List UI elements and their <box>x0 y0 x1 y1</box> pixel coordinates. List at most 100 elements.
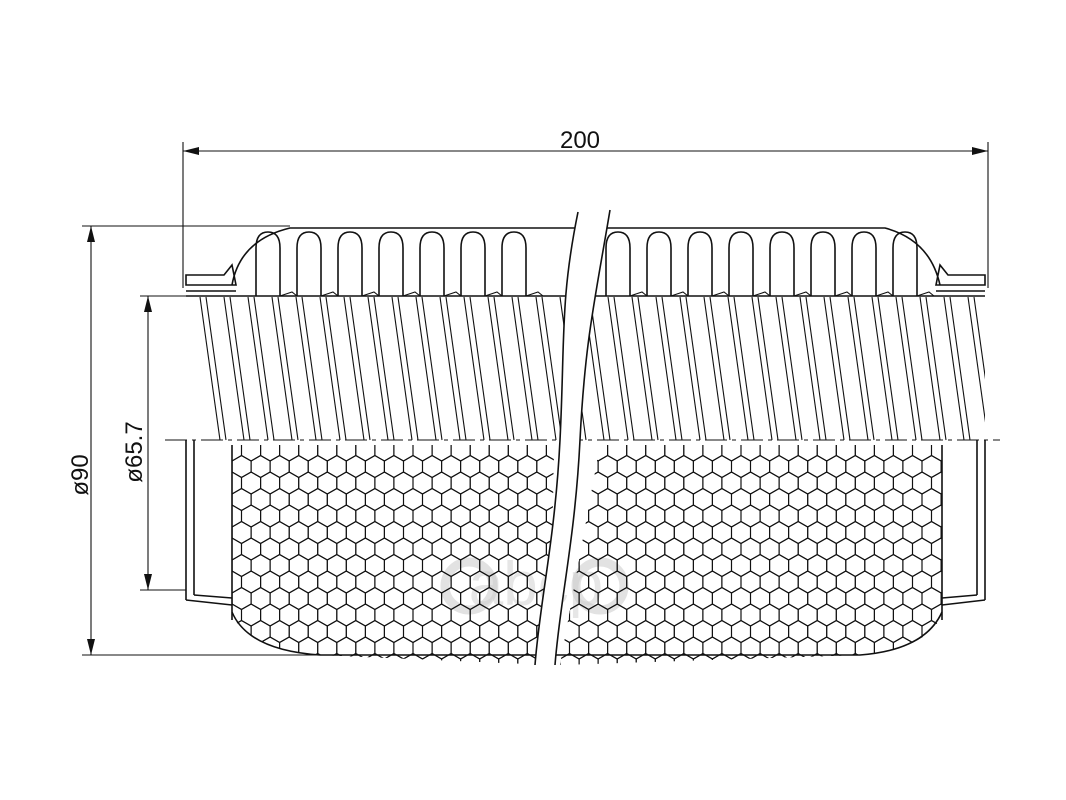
mesh-cell <box>383 652 405 665</box>
mesh-cell <box>711 652 733 665</box>
mesh-cell <box>951 604 970 626</box>
helix-strip-edge <box>391 296 413 441</box>
mesh-cell <box>673 652 694 665</box>
mesh-cell <box>279 636 300 660</box>
mesh-cell <box>232 487 233 512</box>
helix-strip-edge <box>925 296 947 441</box>
mesh-cell <box>232 636 243 660</box>
mesh-cell <box>203 472 222 494</box>
watermark: abcp <box>440 550 629 619</box>
helix-strip-edge <box>823 296 845 441</box>
mesh-cell <box>902 652 923 665</box>
mesh-cell <box>635 652 656 665</box>
corrugation-loop <box>501 231 527 296</box>
helix-strip-edge <box>853 296 875 441</box>
helix-strip-edge <box>679 296 701 441</box>
helix-strip-edge <box>607 296 629 441</box>
helix-strip-edge <box>613 296 635 441</box>
outer-diameter-label: ø90 <box>67 454 94 495</box>
mesh-cell <box>517 652 538 665</box>
mesh-cell <box>911 636 933 660</box>
mesh-cell <box>498 652 519 665</box>
mesh-cell <box>232 619 252 644</box>
mesh-cell <box>531 472 550 494</box>
corrugation-clip <box>834 291 853 297</box>
helix-strip-edge <box>685 296 707 441</box>
mesh-cell <box>203 637 222 659</box>
mesh-cell <box>807 652 828 665</box>
helix-strip-edge <box>871 296 893 441</box>
mesh-cell <box>951 571 970 593</box>
break-lines <box>534 209 611 666</box>
mesh-cell <box>940 520 942 545</box>
mesh-cell <box>951 505 970 527</box>
inner-diameter-dimension: ø65.7 <box>121 295 186 591</box>
helix-strip-edge <box>727 296 749 441</box>
mesh-cell <box>203 505 222 527</box>
mesh-cell <box>921 652 942 665</box>
mesh-cell <box>250 652 271 665</box>
helix-strip-edge <box>541 296 563 441</box>
mesh-cell <box>616 652 637 665</box>
mesh-cell <box>940 553 942 578</box>
mesh-cell <box>421 652 443 665</box>
helix-strip-edge <box>589 296 611 441</box>
helix-strip-edge <box>535 296 557 441</box>
helix-strip-edge <box>445 296 467 441</box>
helix-strip-edge <box>421 296 443 441</box>
mesh-cell <box>479 652 500 665</box>
mesh-cell <box>940 652 942 665</box>
mesh-cell <box>232 652 233 665</box>
corrugation-clip <box>320 291 339 297</box>
mesh-cell <box>345 652 366 665</box>
mesh-cell <box>940 454 942 479</box>
mesh-cell <box>288 652 309 665</box>
mesh-cell <box>232 454 233 479</box>
helix-strip-edge <box>637 296 659 441</box>
mesh-cell <box>692 652 713 665</box>
mesh-cell <box>883 652 904 665</box>
helix-strip-edge <box>967 296 985 441</box>
mesh-cell <box>307 652 328 665</box>
helix-strip-edge <box>439 296 461 441</box>
mesh-cell <box>921 619 942 644</box>
corrugation-clip <box>484 291 503 297</box>
corrugation-loop <box>605 231 631 296</box>
mesh-cell <box>873 636 894 660</box>
mesh-cell <box>951 538 970 560</box>
outer-diameter-dimension: ø90 <box>67 225 320 656</box>
mesh-cell <box>951 637 970 659</box>
helix-strip-edge <box>895 296 917 441</box>
corrugation-loop <box>851 231 877 296</box>
helix-strip-edge <box>493 296 515 441</box>
helix-strip-edge <box>349 296 371 441</box>
helix-strip-edge <box>661 296 683 441</box>
corrugation-clip <box>525 291 544 297</box>
corrugation-loop <box>255 231 281 296</box>
helix-strip-edge <box>301 296 323 441</box>
helix-strip-edge <box>655 296 677 441</box>
helix-strip-edge <box>631 296 653 441</box>
mesh-cell <box>864 652 885 665</box>
helix-strip-edge <box>253 296 275 441</box>
corrugation-loop <box>460 231 486 296</box>
length-label: 200 <box>560 127 600 154</box>
mesh-cell <box>232 619 233 644</box>
mesh-cell <box>556 654 575 676</box>
helix-strip-edge <box>229 296 251 441</box>
helix-strip-edge <box>517 296 539 441</box>
helix-strip-edge <box>367 296 389 441</box>
mesh-cell <box>845 652 866 665</box>
corrugation-loop <box>296 231 322 296</box>
mesh-cell <box>749 652 771 665</box>
helix-strip-edge <box>295 296 317 441</box>
helix-strip-edge <box>205 296 227 441</box>
bellows-corrugations <box>186 231 985 297</box>
mesh-cell <box>940 619 942 644</box>
helix-strip-edge <box>757 296 779 441</box>
corrugation-clip <box>361 291 380 297</box>
mesh-cell <box>203 604 222 626</box>
watermark-brand: abcp <box>469 550 603 619</box>
mesh-cell <box>269 652 290 665</box>
mesh-cell <box>654 652 675 665</box>
